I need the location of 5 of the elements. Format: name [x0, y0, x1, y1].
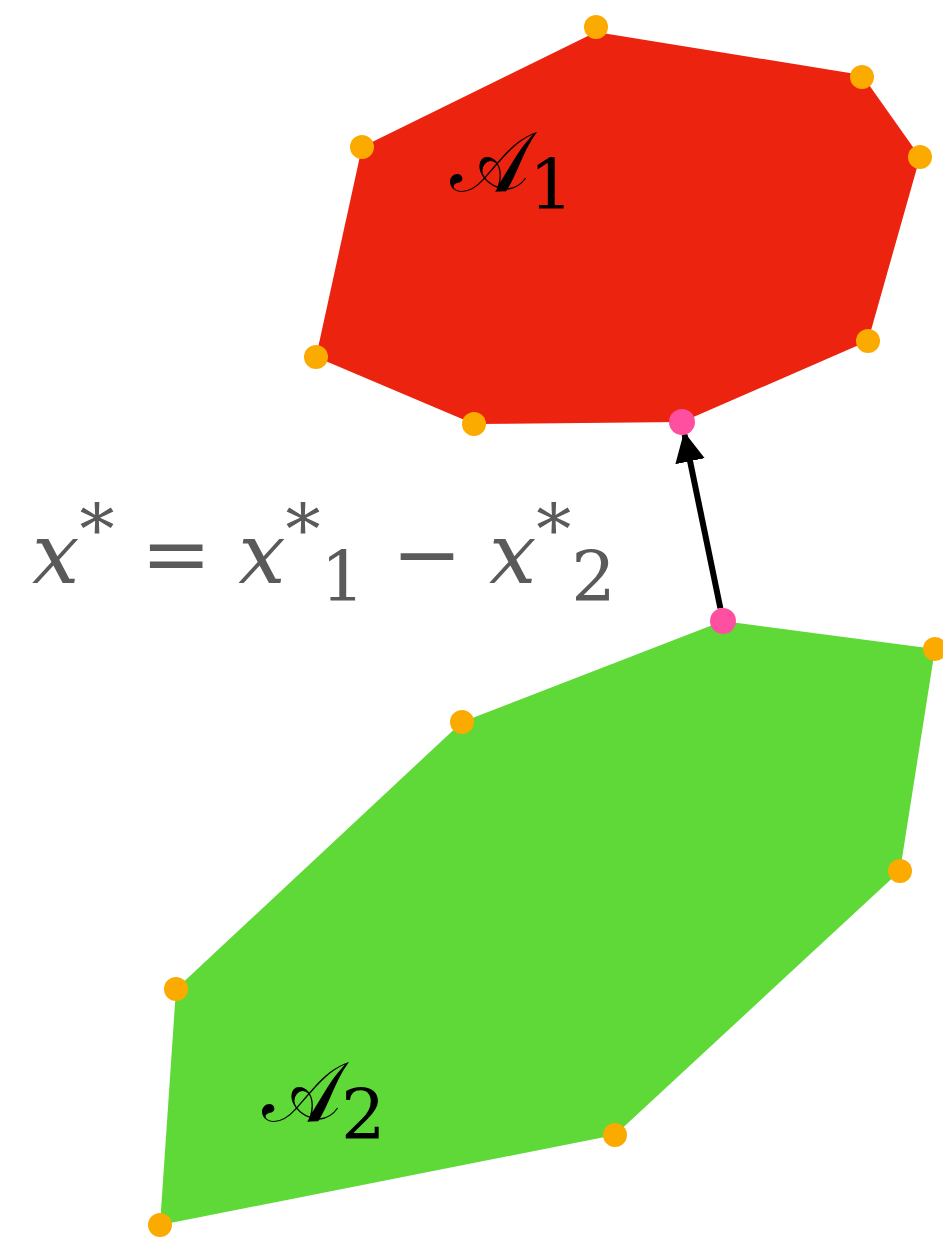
region-label: 𝒜$_{1}$	[450, 120, 574, 220]
arrow	[675, 431, 724, 609]
region-label: 𝒜$_{2}$	[262, 1050, 386, 1150]
point-dot	[710, 608, 736, 634]
point-dot	[669, 409, 695, 435]
